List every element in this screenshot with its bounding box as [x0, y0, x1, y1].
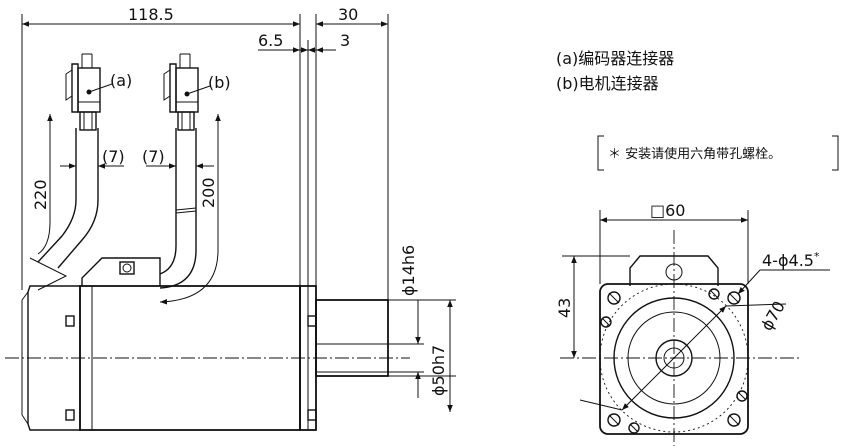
dim-pcd: ϕ70 — [757, 298, 789, 334]
connector-b-tag: (b) — [208, 73, 231, 92]
legend-power-connector: (b)电机连接器 — [556, 74, 659, 93]
legend: (a)编码器连接器 (b)电机连接器 — [556, 49, 674, 93]
legend-encoder-connector: (a)编码器连接器 — [556, 49, 674, 68]
cable-power — [159, 128, 197, 289]
install-note: ＊ 安装请使用六角带孔螺栓。 — [597, 135, 839, 171]
dim-shaft-diameter: ϕ14h6 — [399, 245, 418, 296]
dim-flange-thickness: 3 — [340, 31, 350, 50]
front-spigot — [613, 297, 735, 419]
dim-mounting-holes-mark: * — [814, 250, 820, 263]
dim-flange-square: □60 — [650, 201, 685, 220]
mounting-hole — [727, 413, 741, 427]
mounting-hole — [607, 291, 621, 305]
install-note-text: ＊ 安装请使用六角带孔螺栓。 — [608, 146, 781, 162]
dim-center-height: 43 — [555, 298, 574, 318]
dim-mounting-holes: 4-ϕ4.5* — [762, 250, 820, 270]
dim-overall-length: 118.5 — [128, 5, 174, 24]
dim-cable-clear-a: (7) — [102, 147, 125, 166]
front-view: □60 43 4-ϕ4.5* ϕ70 — [555, 201, 830, 446]
side-view: (a) (b) 118.5 30 6.5 3 (7) (7) — [5, 5, 456, 431]
dim-mounting-holes-value: 4-ϕ4.5 — [762, 251, 814, 270]
dim-shaft-length: 30 — [338, 5, 358, 24]
front-connector-housing — [629, 255, 719, 286]
connector-plug-a — [65, 53, 113, 113]
cable-encoder — [37, 128, 99, 269]
dim-cable-length-a: 220 — [31, 179, 50, 210]
dim-cable-length-b: 200 — [199, 177, 218, 208]
connector-a-tag: (a) — [110, 71, 132, 90]
mounting-hole — [607, 413, 621, 427]
dim-cable-clear-b: (7) — [142, 147, 165, 166]
dim-flange-offset: 6.5 — [258, 31, 283, 50]
dim-spigot-diameter: ϕ50h7 — [429, 345, 448, 396]
motor-shaft — [315, 299, 389, 377]
mounting-hole — [727, 291, 741, 305]
connector-plug-b — [163, 53, 211, 113]
